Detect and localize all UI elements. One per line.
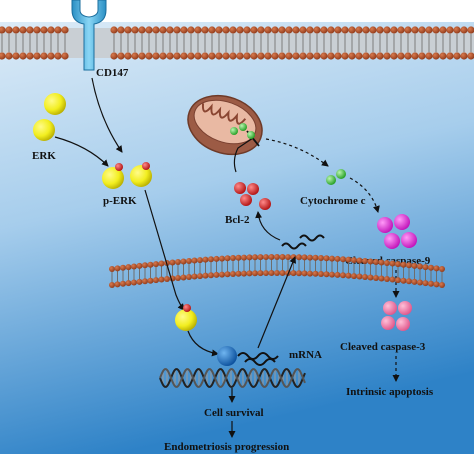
cytochrome-c-inside [239,123,247,131]
arrow-cd147-to-perk [91,77,123,153]
caspase3-molecule [398,301,412,315]
arrow-translation-bcl2 [255,211,281,241]
erk-label: ERK [32,150,56,162]
arrow-mrna-export [257,256,296,349]
caspase3-molecule [383,301,397,315]
bcl2-molecule [247,183,259,195]
arrow-to-transcription [187,330,219,357]
cytochrome-c-molecule [326,175,336,185]
caspase3-molecule [396,317,410,331]
bcl2-molecule [240,194,252,206]
caspase9-molecule [377,217,393,233]
bcl2-molecule [259,198,271,210]
bcl2-molecule [234,182,246,194]
mrna-strand-cytoplasm [299,234,325,242]
caspase9-molecule [401,232,417,248]
transcription-complex [217,346,237,366]
phosphate-group [142,162,150,170]
cytochrome-c-inside [230,127,238,135]
cd147-receptor [71,0,107,71]
erk-molecule [44,93,66,115]
perk-molecule [102,167,124,189]
mrna-label: mRNA [289,349,322,361]
plasma-membrane [0,26,474,60]
intrinsic-apoptosis-label: Intrinsic apoptosis [346,386,434,398]
bcl2-label: Bcl-2 [225,214,250,226]
cell-survival-label: Cell survival [204,407,264,419]
cytochrome-c-molecule [336,169,346,179]
arrow-perk-to-nucleus [144,189,185,311]
perk-molecule [130,165,152,187]
perk-label: p-ERK [103,195,137,207]
erk-molecule [33,119,55,141]
cd147-label: CD147 [96,67,129,79]
dna-helix [159,368,306,388]
perk-nuclear [175,309,197,331]
mitochondrion [187,94,263,156]
cytochrome-c-inside [247,131,255,139]
arrow-erk-to-perk [54,136,109,167]
caspase3-molecule [381,316,395,330]
caspase9-molecule [384,233,400,249]
phosphate-group [115,163,123,171]
nuclear-membrane [109,254,445,288]
caspase9-molecule [394,214,410,230]
cytochrome-c-label: Cytochrome c [300,195,366,207]
caspase3-label: Cleaved caspase-3 [340,341,426,353]
endometriosis-progression-label: Endometriosis progression [164,441,289,453]
phosphate-group [183,304,191,312]
mrna-strand-cytoplasm [281,242,307,250]
mrna-strand [244,358,276,366]
arrow-cytochrome-release [265,138,329,167]
bcl2-inhibition-line [233,137,254,173]
